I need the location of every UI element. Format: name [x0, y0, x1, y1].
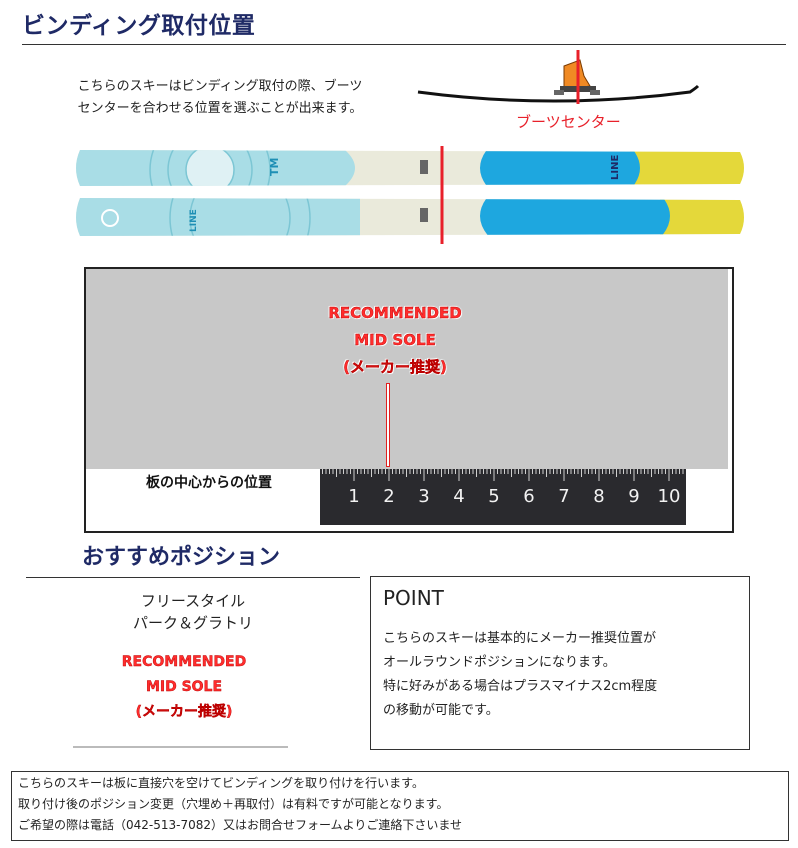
ruler-number: 1	[348, 486, 359, 507]
recommended-position-marker	[386, 383, 390, 467]
intro-line-2: センターを合わせる位置を選ぶことが出来ます。	[77, 101, 363, 116]
title-divider	[22, 44, 786, 45]
ruler: 1 2 3 4 5 6 7 8 9 10	[320, 469, 686, 525]
page-title: ビンディング取付位置	[22, 13, 256, 39]
point-body: こちらのスキーは基本的にメーカー推奨位置が オールラウンドポジションになります。…	[383, 627, 743, 723]
center-distance-label: 板の中心からの位置	[146, 475, 272, 491]
ruler-number: 8	[593, 486, 604, 507]
ruler-number: 7	[558, 486, 569, 507]
ruler-number: 3	[418, 486, 429, 507]
ski-top	[76, 150, 744, 186]
notice-line-3: ご希望の際は電話（042-513-7082）又はお問合せフォームよりご連絡下さい…	[18, 818, 463, 832]
intro-text: こちらのスキーはビンディング取付の際、ブーツ センターを合わせる位置を選ぶことが…	[40, 76, 400, 120]
style-line-1: フリースタイル	[140, 592, 246, 610]
notice-box	[11, 771, 789, 841]
badge-line-3: (メーカー推奨)	[135, 704, 233, 720]
recommended-line-2: MID SOLE	[354, 331, 436, 349]
ruler-number: 2	[383, 486, 394, 507]
svg-text:LINE: LINE	[189, 209, 199, 232]
ski-side-profile	[417, 84, 700, 103]
point-line-3: 特に好みがある場合はプラスマイナス2cm程度	[383, 679, 658, 694]
badge-line-2: MID SOLE	[145, 679, 223, 695]
ruler-scale: 1 2 3 4 5 6 7 8 9 10	[322, 469, 684, 507]
boot-center-label: ブーツセンター	[516, 113, 621, 131]
notice-line-1: こちらのスキーは板に直接穴を空けてビンディングを取り付けを行います。	[18, 776, 424, 790]
ruler-number: 9	[628, 486, 639, 507]
ruler-number: 6	[523, 486, 534, 507]
style-line-2: パーク＆グラトリ	[132, 614, 253, 632]
svg-text:LINE: LINE	[610, 155, 621, 180]
point-title: POINT	[383, 586, 444, 610]
ski-topsheet-graphic: TM LINE LINE	[76, 146, 744, 244]
recommended-position-badge: RECOMMENDED MID SOLE (メーカー推奨)	[84, 650, 284, 725]
panel-background	[86, 269, 728, 469]
style-divider	[73, 746, 288, 748]
recommended-mid-sole-label: RECOMMENDED MID SOLE (メーカー推奨)	[300, 300, 490, 381]
point-line-2: オールラウンドポジションになります。	[383, 655, 616, 670]
notice-line-2: 取り付け後のポジション変更（穴埋め＋再取付）は有料ですが可能となります。	[18, 797, 449, 811]
point-line-4: の移動が可能です。	[383, 703, 499, 718]
ruler-number: 5	[488, 486, 499, 507]
section-divider	[26, 577, 360, 578]
ski-style-text: フリースタイル パーク＆グラトリ	[26, 590, 360, 634]
section-title: おすすめポジション	[82, 545, 281, 570]
ski-bottom	[76, 198, 744, 236]
intro-line-1: こちらのスキーはビンディング取付の際、ブーツ	[77, 79, 363, 94]
badge-line-1: RECOMMENDED	[121, 654, 247, 670]
point-line-1: こちらのスキーは基本的にメーカー推奨位置が	[383, 631, 657, 646]
svg-text:TM: TM	[268, 158, 281, 176]
notice-text: こちらのスキーは板に直接穴を空けてビンディングを取り付けを行います。 取り付け後…	[18, 773, 462, 836]
boot-center-illustration	[417, 50, 700, 104]
ruler-number: 10	[658, 486, 681, 507]
line-logo-icon: TM LINE LINE	[189, 155, 621, 232]
recommended-line-1: RECOMMENDED	[328, 304, 462, 322]
point-box	[370, 576, 750, 750]
recommended-line-3: (メーカー推奨)	[343, 358, 447, 376]
ruler-number: 4	[453, 486, 464, 507]
